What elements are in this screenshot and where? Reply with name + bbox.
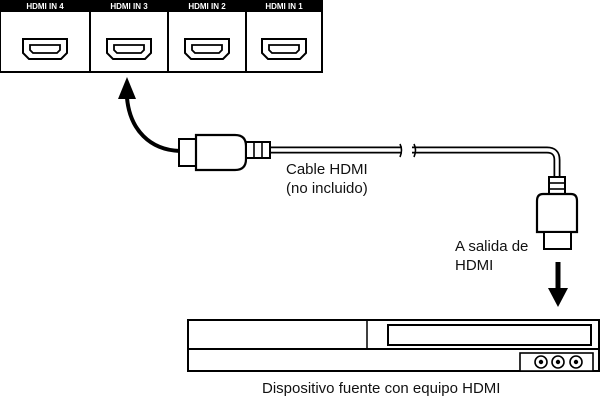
cable-label: Cable HDMI (no incluido) [286, 160, 368, 198]
hdmi-plug-device-side [543, 231, 572, 250]
port-label-hdmi-in-1: HDMI IN 1 [265, 2, 303, 11]
cable-label-line-1: Cable HDMI [286, 161, 368, 178]
output-label-line-1: A salida de [455, 238, 529, 255]
hdmi-socket-3 [106, 38, 152, 60]
tv-hdmi-panel: HDMI IN 4 HDMI IN 3 HDMI IN 2 HDMI IN 1 [0, 0, 323, 73]
output-label: A salida de HDMI [455, 237, 528, 275]
port-label-hdmi-in-3: HDMI IN 3 [110, 2, 148, 11]
insert-arrow-curved [118, 77, 181, 153]
insert-arrow-down [548, 262, 568, 307]
source-device [187, 319, 600, 372]
hdmi-socket-1 [261, 38, 307, 60]
hdmi-cable [178, 133, 579, 250]
output-label-line-2: HDMI [455, 257, 494, 274]
hdmi-socket-2 [184, 38, 230, 60]
port-label-hdmi-in-2: HDMI IN 2 [188, 2, 226, 11]
device-label: Dispositivo fuente con equipo HDMI [262, 380, 501, 397]
port-label-hdmi-in-4: HDMI IN 4 [26, 2, 64, 11]
cable-label-line-2: (no incluido) [286, 180, 368, 197]
hdmi-socket-4 [22, 38, 68, 60]
hdmi-plug-tv-side [178, 138, 198, 167]
